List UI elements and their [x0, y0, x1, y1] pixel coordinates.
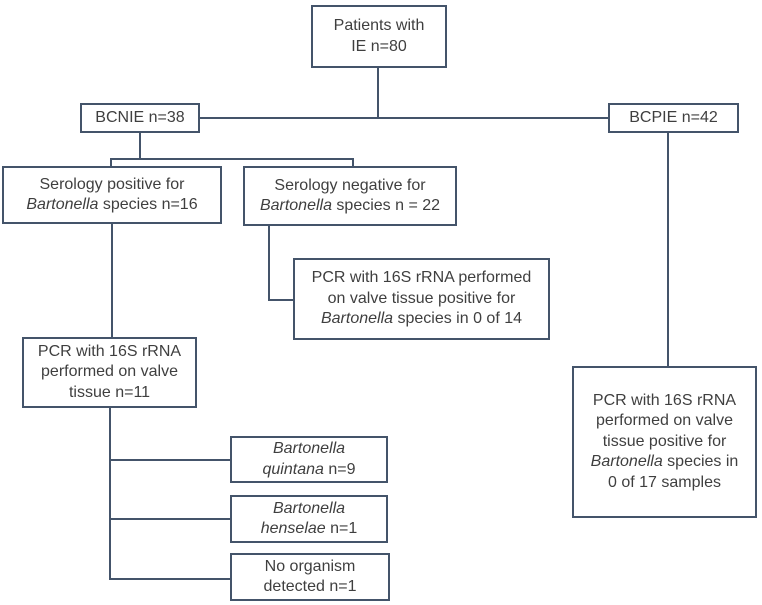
connector-bcnie-stem — [139, 133, 141, 160]
connector-drop-serology-positive — [110, 158, 112, 167]
connector-drop-serology-negative — [352, 158, 354, 167]
serology-negative-box: Serology negative for Bartonella species… — [243, 166, 457, 226]
bartonella-henselae-label: Bartonella henselae n=1 — [260, 499, 358, 537]
pcr-0-of-14-label: PCR with 16S rRNA performed on valve tis… — [311, 269, 532, 328]
pcr-n11-box: PCR with 16S rRNA performed on valve tis… — [22, 337, 197, 408]
no-organism-box: No organism detected n=1 — [230, 553, 390, 601]
connector-serology-split-horizontal — [110, 158, 354, 160]
bcpie-box: BCPIE n=42 — [608, 103, 739, 133]
patients-ie-label: Patients with IE n=80 — [333, 17, 425, 55]
serology-positive-label: Serology positive for Bartonella species… — [26, 175, 198, 213]
connector-branch-no-organism — [109, 578, 230, 580]
connector-serology-negative-stem — [268, 226, 270, 301]
connector-bcpie-stem — [667, 133, 669, 366]
serology-negative-label: Serology negative for Bartonella species… — [259, 176, 441, 214]
bartonella-quintana-box: Bartonella quintana n=9 — [230, 436, 388, 483]
bcpie-label: BCPIE n=42 — [629, 108, 718, 126]
bcnie-box: BCNIE n=38 — [80, 103, 200, 133]
serology-positive-box: Serology positive for Bartonella species… — [2, 166, 222, 224]
patients-ie-box: Patients with IE n=80 — [311, 5, 447, 68]
bartonella-henselae-box: Bartonella henselae n=1 — [230, 495, 388, 543]
connector-serology-positive-stem — [111, 224, 113, 337]
connector-serology-negative-elbow — [268, 299, 293, 301]
connector-patients-stem — [377, 68, 379, 118]
connector-branch-henselae — [109, 518, 230, 520]
connector-pcr11-stem — [109, 408, 111, 580]
pcr-n11-label: PCR with 16S rRNA performed on valve tis… — [37, 342, 182, 401]
pcr-0-of-14-box: PCR with 16S rRNA performed on valve tis… — [293, 258, 550, 340]
pcr-0-of-17-box: PCR with 16S rRNA performed on valve tis… — [572, 366, 757, 518]
no-organism-label: No organism detected n=1 — [263, 557, 357, 595]
connector-bcnie-bcpie-horizontal — [200, 117, 608, 119]
connector-branch-quintana — [109, 459, 230, 461]
bartonella-quintana-label: Bartonella quintana n=9 — [262, 440, 356, 478]
pcr-0-of-17-label: PCR with 16S rRNA performed on valve tis… — [590, 391, 739, 491]
bcnie-label: BCNIE n=38 — [95, 108, 185, 126]
